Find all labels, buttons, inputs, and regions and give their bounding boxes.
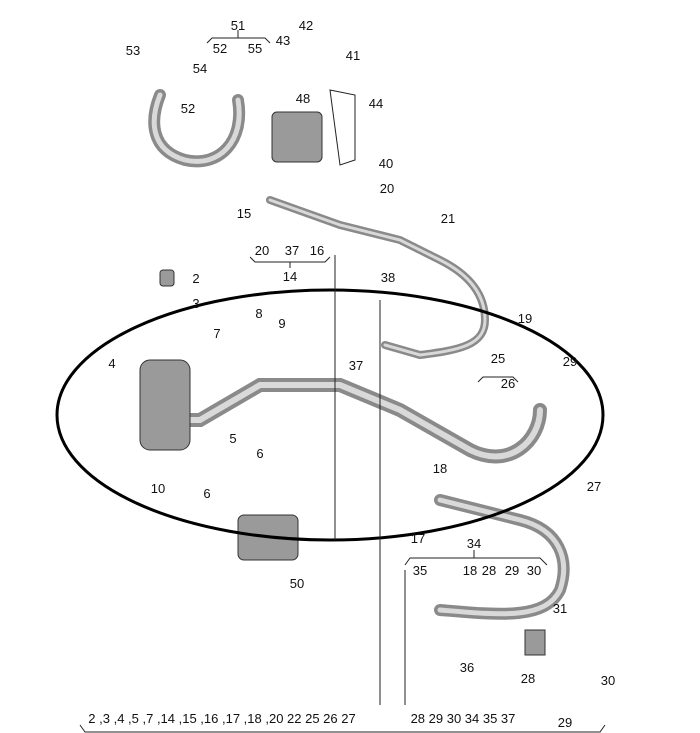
callout: 30 [601,673,615,688]
callout: 40 [379,156,393,171]
callout: 21 [441,211,455,226]
callout: 14 [283,269,297,284]
callout: 38 [381,270,395,285]
callout: 10 [151,481,165,496]
bracket-28 [524,629,546,656]
callout: 35 [413,563,427,578]
callout-labels: 53 51 52 55 43 42 41 54 52 48 44 40 20 1… [88,18,615,730]
callout: 29 [505,563,519,578]
highlight-ellipse [55,288,605,542]
callout: 27 [587,479,601,494]
callout: 9 [278,316,285,331]
callout: 5 [229,431,236,446]
callout: 43 [276,33,290,48]
callout: 29 [563,354,577,369]
callout: 20 [380,181,394,196]
callout: 55 [248,41,262,56]
callout: 15 [237,206,251,221]
callout: 34 [467,536,481,551]
callout: 8 [255,306,262,321]
pressure-line [266,196,490,360]
brace-14 [249,256,331,268]
bottom-group-left: 2 ,3 ,4 ,5 ,7 ,14 ,15 ,16 ,17 ,18 ,20 22… [88,711,355,726]
valve-block-48 [271,111,323,163]
callout: 16 [310,243,324,258]
compressor-bracket [139,359,191,451]
brace-25 [477,376,519,383]
callout: 20 [255,243,269,258]
callout: 25 [491,351,505,366]
callout: 3 [192,296,199,311]
bottom-group-right: 28 29 30 34 35 37 [411,711,516,726]
callout: 26 [501,376,515,391]
callout: 37 [349,358,363,373]
bracket-40 [329,89,356,166]
callout: 4 [108,356,115,371]
callout: 31 [553,601,567,616]
callout: 52 [181,101,195,116]
callout: 19 [518,311,532,326]
cap-2 [159,269,175,287]
callout: 51 [231,18,245,33]
callout: 42 [299,18,313,33]
callout: 41 [346,48,360,63]
brace-34 [404,550,548,566]
main-suction-line [163,378,547,464]
callout: 37 [285,243,299,258]
callout: 48 [296,91,310,106]
callout: 6 [203,486,210,501]
callout: 36 [460,660,474,675]
brace-51 [206,30,271,44]
brace-bottom [79,724,606,733]
callout: 28 [521,671,535,686]
callout: 52 [213,41,227,56]
lower-hose [434,494,570,620]
callout: 6 [256,446,263,461]
callout: 18 [463,563,477,578]
callout: 18 [433,461,447,476]
callout: 29 [558,715,572,730]
callout: 50 [290,576,304,591]
callout: 30 [527,563,541,578]
upper-hose [148,89,246,168]
callout: 7 [213,326,220,341]
callout: 54 [193,61,207,76]
callout: 17 [411,531,425,546]
callout: 44 [369,96,383,111]
callout: 53 [126,43,140,58]
callout: 2 [192,271,199,286]
callout: 28 [482,563,496,578]
